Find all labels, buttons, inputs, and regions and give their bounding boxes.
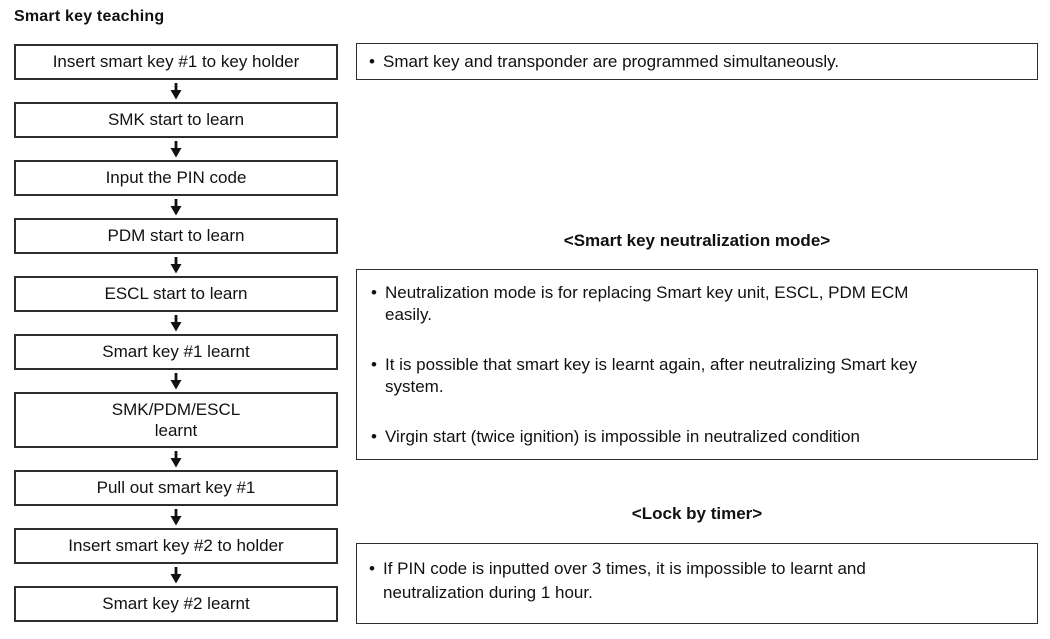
- note-bullet: • Virgin start (twice ignition) is impos…: [371, 426, 1023, 448]
- down-arrow-icon: [14, 80, 338, 102]
- bullet-marker: •: [371, 427, 377, 446]
- down-arrow-icon: [14, 138, 338, 160]
- page-title: Smart key teaching: [14, 8, 165, 25]
- flowchart: Insert smart key #1 to key holder SMK st…: [14, 44, 338, 622]
- note-text: It is possible that smart key is learnt …: [385, 355, 917, 396]
- flow-step-smk-pdm-escl-learnt: SMK/PDM/ESCL learnt: [14, 392, 338, 448]
- note-bullet: • If PIN code is inputted over 3 times, …: [369, 557, 1025, 605]
- bullet-marker: •: [371, 355, 377, 374]
- note-text: If PIN code is inputted over 3 times, it…: [383, 559, 866, 602]
- note-lock-by-timer: • If PIN code is inputted over 3 times, …: [356, 543, 1038, 624]
- note-text: Neutralization mode is for replacing Sma…: [385, 283, 909, 324]
- flow-step-escl-learn: ESCL start to learn: [14, 276, 338, 312]
- note-bullet: • Smart key and transponder are programm…: [369, 51, 839, 73]
- down-arrow-icon: [14, 196, 338, 218]
- bullet-marker: •: [369, 51, 375, 71]
- note-bullet: • It is possible that smart key is learn…: [371, 354, 1023, 398]
- flow-step-pull-out-key1: Pull out smart key #1: [14, 470, 338, 506]
- down-arrow-icon: [14, 254, 338, 276]
- flow-step-key1-learnt: Smart key #1 learnt: [14, 334, 338, 370]
- note-simultaneous-programming: • Smart key and transponder are programm…: [356, 43, 1038, 80]
- flow-step-pin-code: Input the PIN code: [14, 160, 338, 196]
- down-arrow-icon: [14, 312, 338, 334]
- note-neutralization-mode: • Neutralization mode is for replacing S…: [356, 269, 1038, 460]
- heading-neutralization-mode: <Smart key neutralization mode>: [563, 231, 831, 250]
- flow-step-pdm-learn: PDM start to learn: [14, 218, 338, 254]
- down-arrow-icon: [14, 370, 338, 392]
- note-text: Virgin start (twice ignition) is impossi…: [385, 427, 860, 446]
- note-bullet: • Neutralization mode is for replacing S…: [371, 282, 1023, 326]
- heading-lock-by-timer: <Lock by timer>: [631, 504, 763, 523]
- down-arrow-icon: [14, 448, 338, 470]
- down-arrow-icon: [14, 506, 338, 528]
- flow-step-smk-learn: SMK start to learn: [14, 102, 338, 138]
- flow-step-insert-key2: Insert smart key #2 to holder: [14, 528, 338, 564]
- down-arrow-icon: [14, 564, 338, 586]
- bullet-marker: •: [371, 283, 377, 302]
- flow-step-insert-key1: Insert smart key #1 to key holder: [14, 44, 338, 80]
- note-text: Smart key and transponder are programmed…: [383, 51, 840, 71]
- bullet-marker: •: [369, 559, 375, 578]
- flow-step-key2-learnt: Smart key #2 learnt: [14, 586, 338, 622]
